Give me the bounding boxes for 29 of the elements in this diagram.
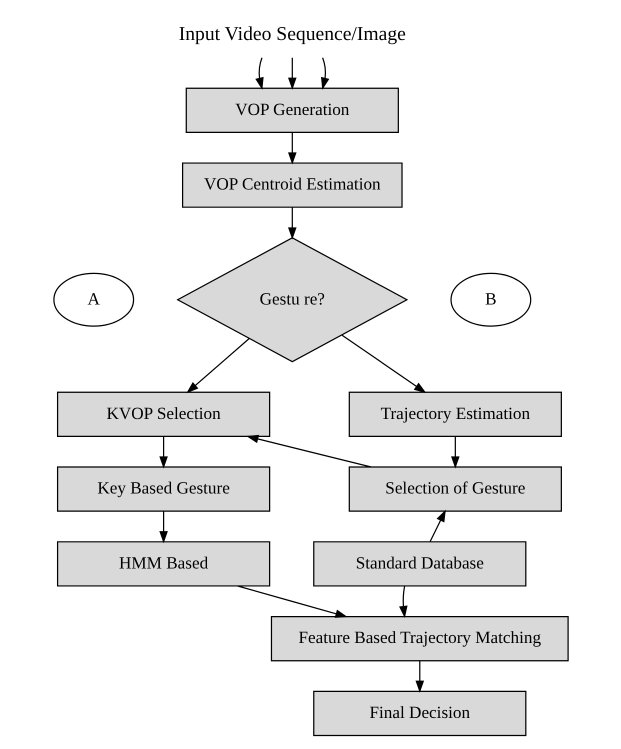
node-diamond: Gestu re? — [176, 237, 408, 362]
node-box: Standard Database — [312, 541, 526, 587]
arrow — [158, 436, 168, 469]
node-box: Feature Based Trajectory Matching — [270, 616, 568, 662]
arrow — [429, 510, 446, 542]
node-ellipse: B — [450, 272, 531, 327]
arrow — [288, 58, 296, 90]
node-box: VOP Generation — [185, 88, 398, 134]
node-box: HMM Based — [56, 541, 270, 587]
arrow — [450, 436, 460, 469]
node-box: Key Based Gesture — [56, 466, 270, 512]
arrow — [288, 207, 296, 240]
arrow — [158, 511, 168, 544]
arrow — [341, 334, 426, 394]
arrow — [246, 434, 371, 468]
node-text: Input Video Sequence/Image — [178, 24, 406, 46]
node-box: VOP Centroid Estimation — [182, 162, 402, 208]
arrow — [398, 586, 408, 618]
arrow — [186, 338, 249, 394]
arrow — [237, 585, 348, 618]
node-box: KVOP Selection — [56, 392, 270, 438]
arrow — [320, 58, 329, 90]
arrow — [254, 58, 264, 90]
node-ellipse: A — [52, 272, 134, 327]
node-box: Selection of Gesture — [348, 466, 562, 512]
arrow — [414, 660, 424, 693]
arrow — [288, 132, 296, 165]
node-box: Final Decision — [312, 690, 526, 736]
node-box: Trajectory Estimation — [348, 392, 562, 438]
